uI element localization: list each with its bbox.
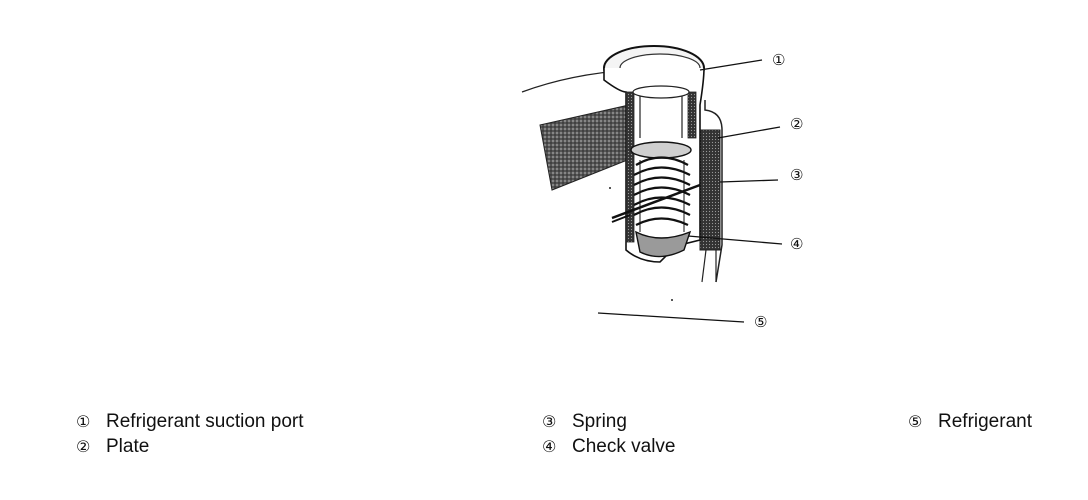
legend-label: Plate [106, 436, 150, 457]
plate [630, 141, 692, 159]
legend-number: ⑤ [908, 412, 923, 431]
check-valve-diagram: ① ② ③ ④ ⑤ [521, 45, 804, 331]
legend-item-refrigerant: ⑤ Refrigerant [908, 410, 1032, 434]
legend-number: ② [76, 437, 91, 456]
legend-number: ① [76, 412, 91, 431]
spring [633, 156, 691, 232]
legend-label: Refrigerant suction port [106, 411, 304, 432]
callout-4: ④ [790, 235, 804, 253]
legend-item-plate: ② Plate [76, 435, 149, 459]
callout-1: ① [772, 51, 786, 69]
legend-label: Refrigerant [938, 411, 1032, 432]
cylinder-wall-left [625, 91, 635, 243]
legend-item-suction-port: ① Refrigerant suction port [76, 410, 304, 434]
check-valve [635, 230, 692, 258]
cylinder-wall-right [687, 91, 697, 139]
callout-2: ② [790, 115, 804, 133]
leader-line-4 [687, 235, 783, 245]
leader-line-1 [699, 59, 763, 71]
legend-number: ③ [542, 412, 557, 431]
legend-item-spring: ③ Spring [542, 410, 627, 434]
leader-line-3 [719, 179, 779, 183]
callout-5: ⑤ [754, 313, 768, 331]
legend-label: Check valve [572, 436, 676, 457]
body-outline [704, 100, 723, 283]
leader-line-5 [597, 312, 745, 323]
legend-label: Spring [572, 411, 627, 432]
leader-line-2 [717, 126, 781, 139]
inlet-pipe [539, 102, 641, 191]
legend-number: ④ [542, 437, 557, 456]
body-wall-right [699, 129, 721, 251]
callout-3: ③ [790, 166, 804, 184]
check-valve-illustration [521, 45, 783, 323]
retaining-pin [611, 183, 701, 220]
legend-item-check-valve: ④ Check valve [542, 435, 676, 459]
